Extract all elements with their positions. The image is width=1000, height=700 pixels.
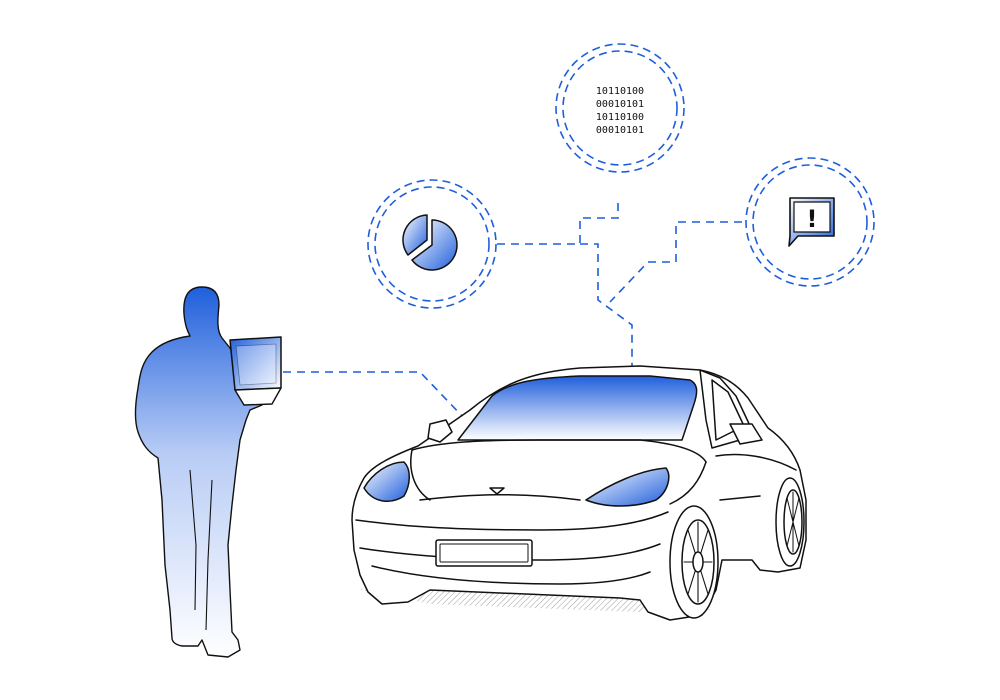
laptop-icon <box>229 336 282 406</box>
front-wheel <box>669 505 719 619</box>
rear-wheel <box>775 477 805 567</box>
hub-to-car-line <box>580 243 633 372</box>
alert-symbol: ! <box>807 205 818 233</box>
binary-data-icon: 10110100 00010101 10110100 00010101 <box>596 86 644 136</box>
alert-to-hub-line <box>609 221 742 303</box>
license-plate <box>435 539 533 567</box>
right-headlight <box>585 467 670 507</box>
binary-line: 00010101 <box>596 125 644 136</box>
analytics-bubble <box>367 179 497 309</box>
laptop-to-car-line <box>283 371 511 467</box>
alert-bubble: ! <box>745 157 875 287</box>
left-headlight <box>363 461 410 502</box>
alert-message-icon: ! <box>788 197 835 247</box>
electric-car-icon <box>351 365 807 621</box>
person-with-laptop-icon <box>134 286 282 658</box>
car-logo <box>489 487 505 495</box>
binary-line: 10110100 <box>596 112 644 123</box>
connection-lines <box>283 198 742 467</box>
binary-line: 10110100 <box>596 86 644 97</box>
binary-line: 00010101 <box>596 99 644 110</box>
chart-to-hub-line <box>497 198 619 245</box>
car-mirror <box>427 419 453 443</box>
pie-chart-icon <box>402 214 458 271</box>
binary-data-bubble: 10110100 00010101 10110100 00010101 <box>555 43 685 173</box>
car-windshield <box>457 375 698 441</box>
